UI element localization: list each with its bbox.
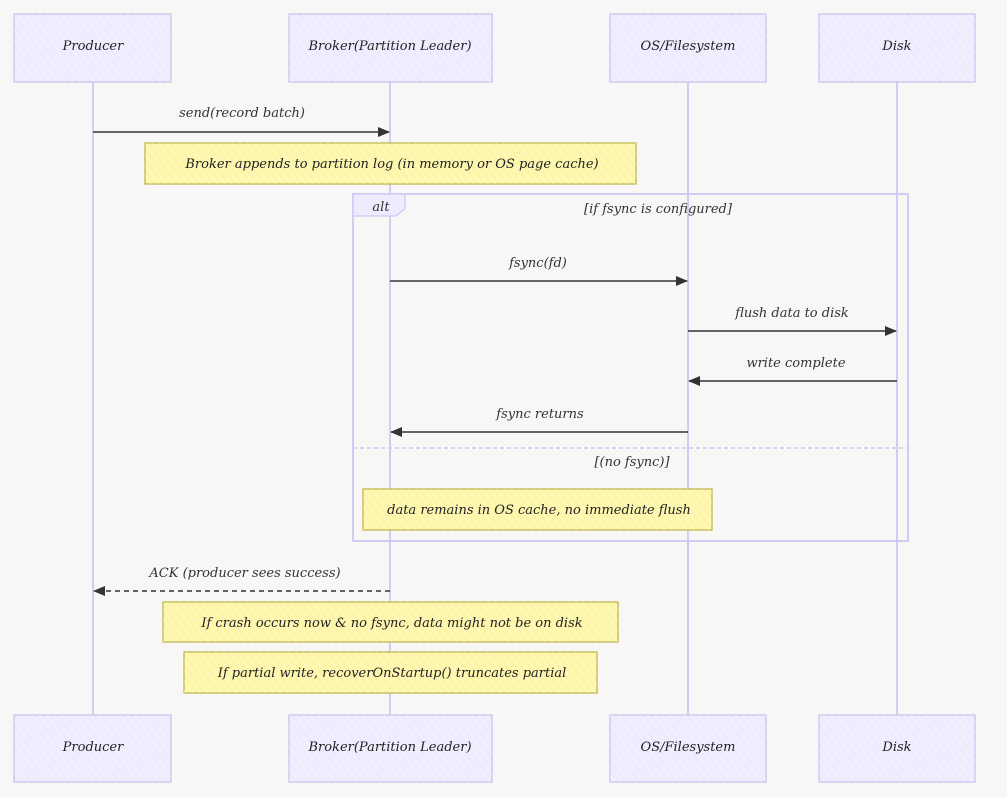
actor-disk-top[interactable]: Disk	[818, 13, 976, 83]
note-text: If partial write, recoverOnStartup() tru…	[217, 666, 567, 681]
actor-disk-bottom[interactable]: Disk	[818, 714, 976, 783]
note-append: Broker appends to partition log (in memo…	[144, 142, 637, 185]
actor-label: Broker(Partition Leader)	[307, 39, 471, 54]
actor-broker-top[interactable]: Broker(Partition Leader)	[288, 13, 493, 83]
message-label-send: send(record batch)	[179, 106, 305, 121]
note-cache: data remains in OS cache, no immediate f…	[362, 488, 713, 531]
actor-label: Disk	[881, 740, 911, 755]
actor-broker-bottom[interactable]: Broker(Partition Leader)	[288, 714, 493, 783]
message-label-flush: flush data to disk	[734, 306, 849, 321]
message-label-ack: ACK (producer sees success)	[148, 566, 340, 581]
actor-label: Producer	[62, 39, 124, 54]
actor-os-top[interactable]: OS/Filesystem	[609, 13, 767, 83]
actor-producer-top[interactable]: Producer	[13, 13, 172, 83]
note-text: If crash occurs now & no fsync, data mig…	[200, 616, 582, 631]
note-partial: If partial write, recoverOnStartup() tru…	[183, 651, 598, 694]
note-text: data remains in OS cache, no immediate f…	[387, 503, 691, 518]
actor-os-bottom[interactable]: OS/Filesystem	[609, 714, 767, 783]
actor-label: OS/Filesystem	[641, 39, 736, 54]
alt-frame: alt [if fsync is configured] [(no fsync)…	[352, 193, 909, 542]
actor-label: Producer	[62, 740, 124, 755]
actor-label: OS/Filesystem	[641, 740, 736, 755]
alt-condition-1: [if fsync is configured]	[584, 202, 733, 217]
alt-keyword: alt	[372, 200, 390, 215]
message-label-fsync-returns: fsync returns	[495, 407, 584, 422]
actor-label: Broker(Partition Leader)	[307, 740, 471, 755]
message-label-write-complete: write complete	[746, 356, 845, 371]
note-crash: If crash occurs now & no fsync, data mig…	[162, 601, 619, 643]
alt-condition-2: [(no fsync)]	[594, 455, 670, 470]
actor-label: Disk	[881, 39, 911, 54]
actor-producer-bottom[interactable]: Producer	[13, 714, 172, 783]
note-text: Broker appends to partition log (in memo…	[184, 157, 598, 172]
message-label-fsync: fsync(fd)	[508, 256, 567, 271]
